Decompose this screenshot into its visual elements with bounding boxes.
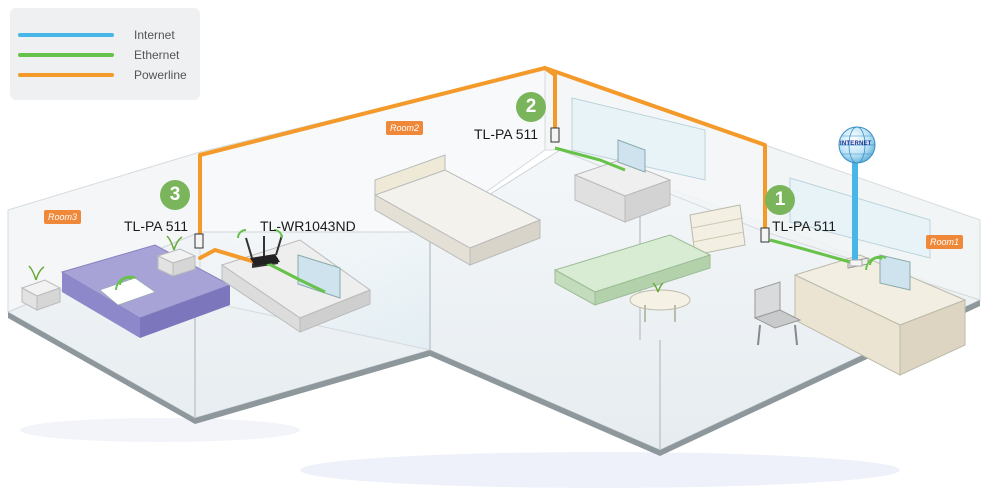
step-badge-2: 2 [516, 92, 546, 122]
legend-item-ethernet: Ethernet [18, 46, 198, 64]
legend-swatch-powerline [18, 73, 114, 77]
plant-decorations [28, 235, 664, 293]
legend-label: Ethernet [134, 48, 180, 62]
office-desk-room1 [793, 254, 967, 376]
ethernet-wiring [264, 146, 851, 294]
powerline-wiring [198, 66, 767, 264]
router-icon [245, 234, 283, 266]
legend-item-powerline: Powerline [18, 66, 198, 84]
device-label-adapter-room3: TL-PA 511 [124, 218, 189, 234]
sofa-room2 [553, 234, 712, 306]
floor-shadow [20, 418, 900, 488]
nightstand-room3-left [20, 279, 62, 311]
device-label-adapter-room2: TL-PA 511 [474, 126, 539, 142]
wifi-signal-icons [115, 229, 887, 291]
internet-wiring [849, 155, 863, 267]
room-tag-room2: Room2 [386, 121, 424, 135]
legend-label: Internet [134, 28, 175, 42]
legend-label: Powerline [134, 68, 187, 82]
legend-swatch-ethernet [18, 53, 114, 57]
powerline-adapter-room2-icon [550, 127, 560, 143]
bed-room2 [373, 154, 542, 266]
step-badge-3: 3 [160, 180, 190, 210]
internet-globe-icon [838, 126, 876, 164]
nightstand-room3-right [156, 248, 197, 277]
device-label-adapter-room1: TL-PA 511 [772, 218, 837, 234]
legend-swatch-internet [18, 33, 114, 37]
desk-room2 [573, 139, 672, 223]
powerline-adapter-room1-icon [760, 227, 770, 243]
powerline-adapter-room3-icon [194, 233, 204, 249]
bookshelf-room2 [689, 204, 746, 256]
room-tag-room3: Room3 [44, 210, 82, 224]
round-table-room2 [629, 289, 691, 322]
device-label-router: TL-WR1043ND [260, 218, 356, 234]
internet-globe-label: INTERNET [840, 141, 872, 147]
legend: Internet Ethernet Powerline [10, 8, 200, 100]
room-tag-room1: Room1 [926, 235, 964, 249]
chair-room1 [753, 281, 802, 346]
step-badge-1: 1 [765, 185, 795, 215]
legend-item-internet: Internet [18, 26, 198, 44]
